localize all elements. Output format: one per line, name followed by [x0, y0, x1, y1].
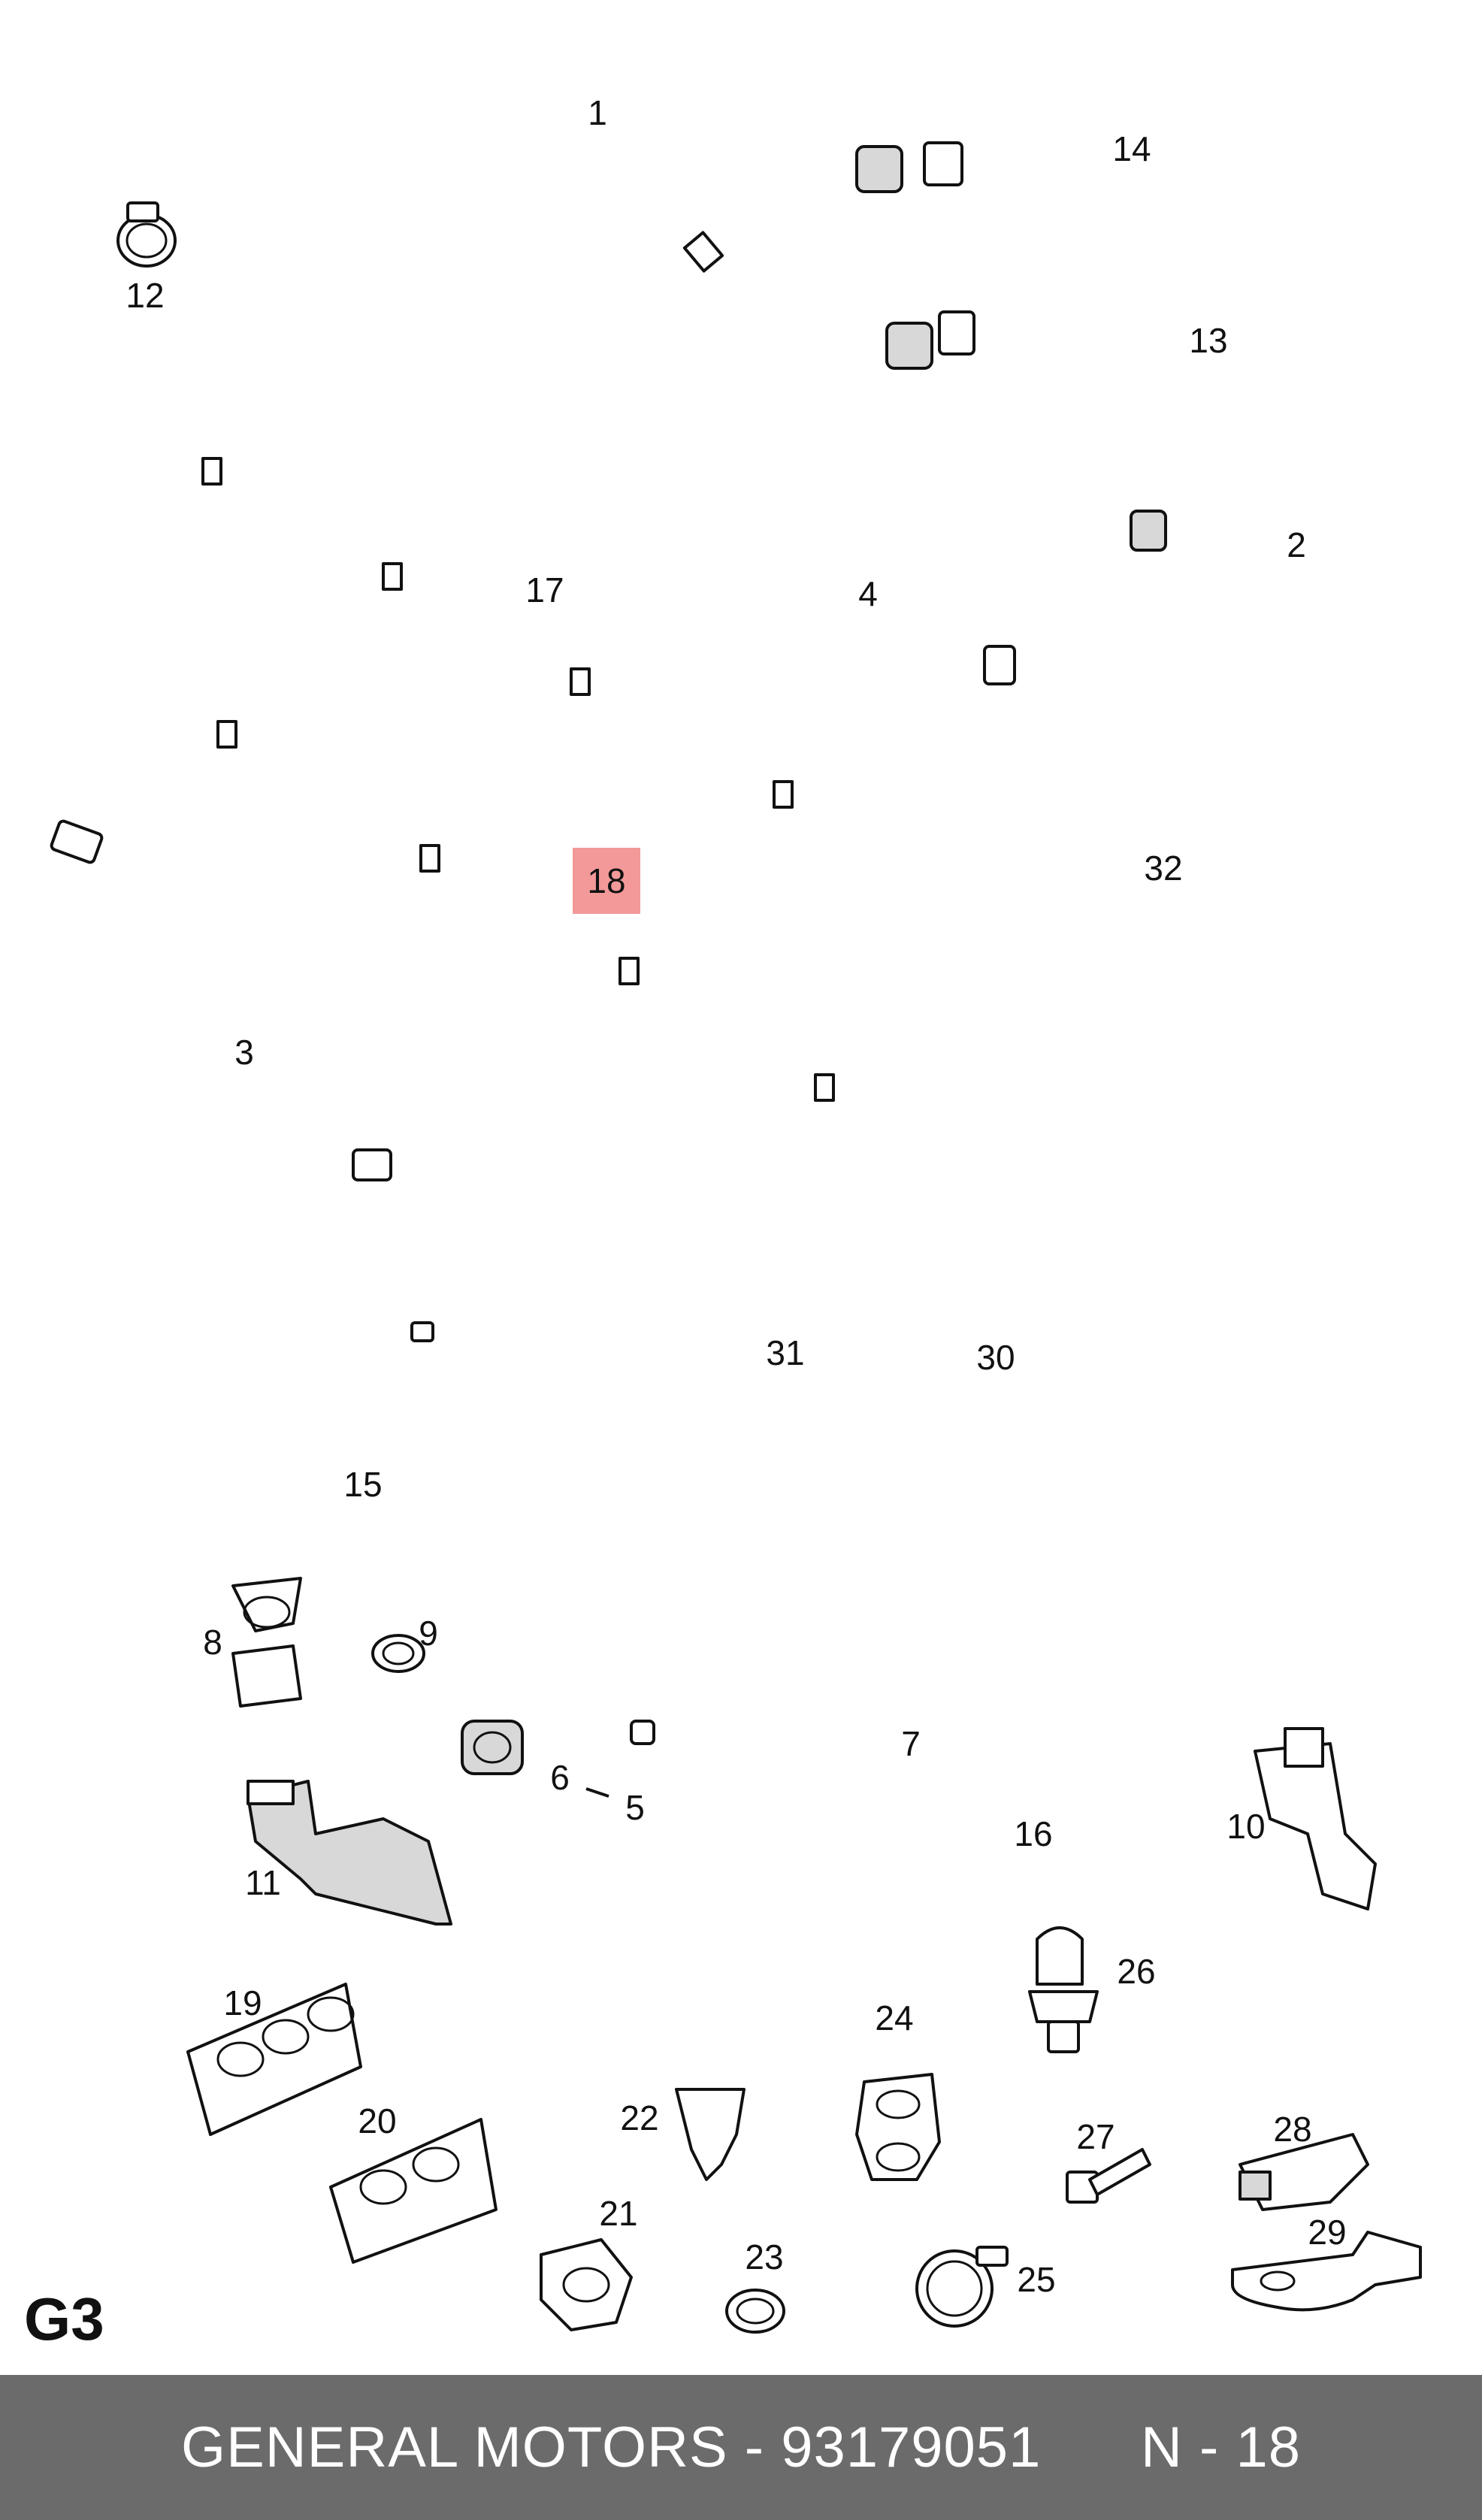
callout-7: 7 [901, 1724, 921, 1763]
callout-8: 8 [203, 1623, 222, 1662]
footer-separator: - [727, 2416, 782, 2479]
part-19-clip [186, 1983, 362, 2136]
callout-27: 27 [1076, 2117, 1115, 2156]
part-6-grommet [461, 1720, 524, 1775]
part-25-clamp [915, 2246, 1009, 2328]
part-16-pipe [667, 1486, 1362, 2016]
callout-10: 10 [1226, 1807, 1265, 1846]
callout-19: 19 [223, 1983, 262, 2022]
part-23-clamp [725, 2289, 785, 2334]
part-11-bracket [246, 1780, 452, 1926]
parts-diagram: 1234567891011121314151617181920212223242… [38, 41, 1448, 2334]
part-20-clip [329, 2118, 498, 2264]
callout-3: 3 [234, 1033, 254, 1072]
highlight-box [573, 848, 640, 914]
part-14-hose [855, 77, 1231, 207]
callout-30: 30 [976, 1338, 1015, 1377]
callout-17: 17 [525, 570, 564, 610]
callout-26: 26 [1117, 1952, 1155, 1991]
footer-gap [1041, 2416, 1141, 2479]
footer-manufacturer: GENERAL MOTORS [180, 2416, 728, 2479]
part-12-clamp [116, 201, 177, 268]
footer-position: N - 18 [1141, 2416, 1302, 2479]
part-5-pipe [630, 1230, 1290, 1745]
part-32-pipe [952, 772, 1272, 972]
callout-21: 21 [599, 2194, 637, 2233]
callout-24: 24 [875, 1998, 913, 2037]
callout-14: 14 [1112, 129, 1151, 168]
part-28-clip [1239, 2133, 1369, 2211]
part-17-rail [44, 427, 813, 809]
part-22-clip [675, 2088, 746, 2181]
callout-9: 9 [419, 1614, 438, 1653]
callout-23: 23 [745, 2237, 783, 2276]
footer-bar: GENERAL MOTORS - 93179051 N - 18 [0, 2375, 1482, 2520]
callout-1: 1 [588, 93, 607, 132]
part-15-pipe [219, 1283, 641, 1588]
part-7-pipe [494, 1508, 1265, 2016]
part-29-bracket [1231, 2231, 1422, 2312]
part-30-pipe [410, 982, 1347, 1448]
part-13-hose [885, 197, 1321, 425]
footer-part-number: 93179051 [781, 2416, 1042, 2479]
callout-18: 18 [587, 861, 625, 900]
part-21-clip [540, 2238, 633, 2331]
part-1-hose [263, 41, 826, 458]
callout-4: 4 [858, 574, 878, 613]
callout-12: 12 [126, 276, 164, 315]
callout-20: 20 [358, 2101, 396, 2140]
part-3-pipe [38, 819, 444, 1181]
callout-28: 28 [1273, 2110, 1311, 2149]
part-4-pipe [688, 463, 1050, 691]
callout-15: 15 [343, 1465, 382, 1504]
callout-16: 16 [1014, 1814, 1052, 1853]
part-10-bracket [1254, 1727, 1377, 1910]
callout-6: 6 [550, 1758, 570, 1797]
callout-5: 5 [625, 1788, 645, 1827]
callout-32: 32 [1144, 849, 1182, 888]
callout-leader-6-5 [585, 1787, 609, 1798]
part-18-rail [211, 700, 909, 1112]
part-2-hose [1096, 510, 1448, 779]
section-label: G3 [24, 2286, 104, 2352]
part-27-bolt [1066, 2148, 1151, 2204]
callout-11: 11 [245, 1863, 281, 1902]
callout-29: 29 [1308, 2213, 1346, 2252]
part-31-pipe [434, 1072, 1063, 1408]
callout-13: 13 [1189, 321, 1227, 360]
part-26-clip [1028, 1926, 1099, 2053]
callout-22: 22 [620, 2098, 658, 2137]
part-8-clip [231, 1577, 302, 1708]
footer-text: GENERAL MOTORS - 93179051 N - 18 [181, 2415, 1301, 2480]
part-24-clip [855, 2073, 941, 2181]
part-9-clip [371, 1634, 425, 1673]
callout-2: 2 [1287, 525, 1306, 564]
callout-25: 25 [1017, 2260, 1055, 2299]
callout-31: 31 [766, 1333, 804, 1372]
